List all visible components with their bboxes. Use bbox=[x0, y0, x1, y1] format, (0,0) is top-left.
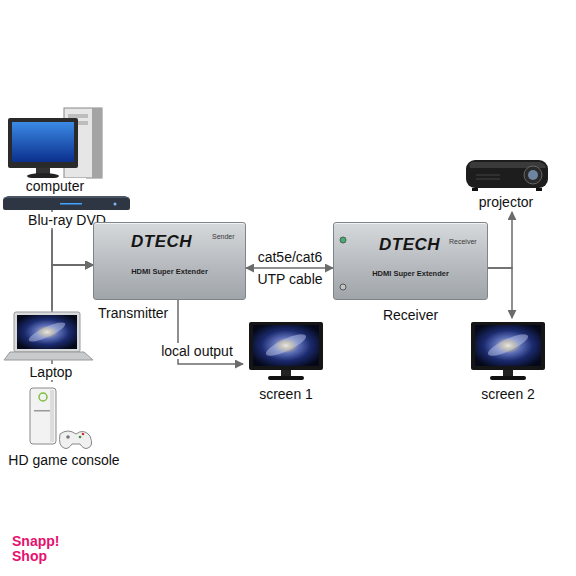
monitor-node: screen 1 bbox=[243, 318, 329, 404]
monitor-icon bbox=[249, 322, 323, 380]
edge-label: local output bbox=[159, 343, 235, 359]
game-console-icon bbox=[30, 388, 56, 444]
projector-icon bbox=[476, 179, 500, 180]
connector bbox=[488, 212, 512, 268]
computer-icon bbox=[92, 108, 102, 178]
monitor-node: screen 2 bbox=[465, 318, 551, 404]
bluray-player-icon bbox=[3, 198, 130, 210]
transmitter-box: DTECHSenderHDMI Super ExtenderTransmitte… bbox=[93, 222, 246, 300]
game-console-icon bbox=[30, 388, 92, 449]
laptop-node: Laptop bbox=[5, 310, 97, 382]
monitor-icon bbox=[475, 325, 541, 366]
monitor-icon bbox=[490, 376, 526, 380]
led-indicator bbox=[334, 223, 354, 301]
projector-icon bbox=[476, 175, 500, 176]
game-console-icon bbox=[39, 393, 47, 401]
monitor-icon bbox=[268, 376, 304, 380]
computer-icon bbox=[12, 122, 74, 162]
laptop-icon bbox=[14, 312, 80, 352]
game-console-icon bbox=[60, 431, 92, 449]
bluray-player-icon bbox=[60, 203, 82, 205]
monitor-icon bbox=[503, 370, 513, 376]
bluray-player-icon bbox=[114, 203, 117, 206]
connector-group bbox=[52, 196, 512, 382]
device-label: screen 2 bbox=[479, 386, 537, 402]
monitor-icon bbox=[471, 322, 545, 380]
projector-node: projector bbox=[460, 156, 552, 212]
led-indicator bbox=[340, 284, 346, 290]
unit-label: Transmitter bbox=[98, 305, 168, 321]
model-name: HDMI Super Extender bbox=[131, 267, 208, 277]
connector bbox=[52, 265, 93, 310]
edge-label: cat5e/cat6 UTP cable bbox=[250, 246, 330, 290]
device-label: HD game console bbox=[6, 452, 121, 468]
laptop-icon bbox=[27, 319, 67, 345]
projector-icon bbox=[466, 160, 548, 191]
unit-label: Receiver bbox=[383, 307, 438, 323]
monitor-icon bbox=[249, 322, 323, 370]
connector bbox=[246, 267, 333, 269]
unit-tag: Receiver bbox=[449, 237, 477, 246]
game-console-icon bbox=[79, 436, 82, 439]
projector-icon bbox=[528, 170, 538, 180]
monitor-icon bbox=[486, 330, 531, 359]
laptop-icon bbox=[4, 352, 93, 360]
bluray-player-icon bbox=[3, 196, 130, 198]
device-label: screen 1 bbox=[257, 386, 315, 402]
monitor-icon bbox=[264, 330, 309, 359]
bluray-player-icon bbox=[3, 196, 130, 210]
led-indicator bbox=[340, 237, 346, 243]
model-name: HDMI Super Extender bbox=[372, 269, 449, 279]
computer-icon bbox=[8, 108, 102, 179]
projector-icon bbox=[472, 188, 478, 191]
computer-icon bbox=[68, 114, 88, 118]
brand-logo: DTECH bbox=[379, 235, 440, 255]
console-node: HD game console bbox=[3, 382, 124, 470]
projector-icon bbox=[536, 188, 542, 191]
unit-tag: Sender bbox=[212, 232, 235, 241]
game-console-icon bbox=[82, 433, 85, 436]
device-label: projector bbox=[477, 194, 535, 210]
laptop-icon bbox=[17, 315, 77, 349]
device-label: computer bbox=[24, 178, 86, 194]
laptop-icon bbox=[4, 312, 93, 360]
projector-icon bbox=[466, 160, 548, 188]
monitor-icon bbox=[253, 325, 319, 366]
watermark: Snapp! Shop bbox=[12, 534, 59, 564]
projector-icon bbox=[524, 166, 542, 184]
brand-logo: DTECH bbox=[131, 232, 192, 252]
game-console-icon bbox=[50, 390, 54, 442]
computer-icon bbox=[8, 118, 78, 168]
connector bbox=[52, 230, 93, 265]
game-console-icon bbox=[34, 410, 50, 412]
monitor-icon bbox=[281, 370, 291, 376]
computer-node: computer bbox=[5, 106, 105, 196]
device-label: Laptop bbox=[28, 364, 75, 380]
connector bbox=[488, 268, 512, 318]
game-console-icon bbox=[66, 435, 70, 439]
monitor-icon bbox=[471, 322, 545, 370]
receiver-box: DTECHReceiverHDMI Super ExtenderReceiver bbox=[333, 222, 488, 300]
